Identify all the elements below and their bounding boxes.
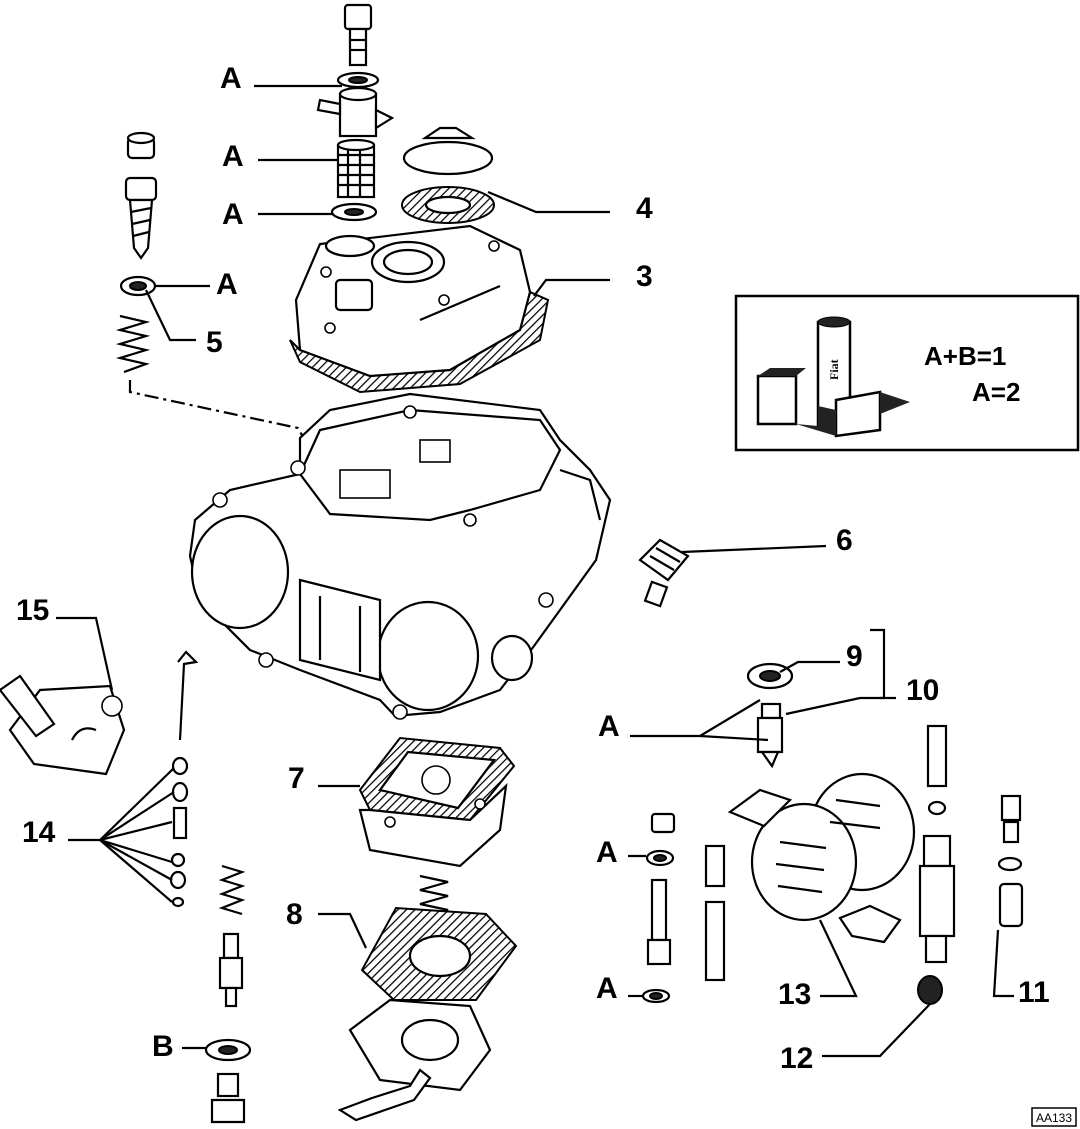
main-jet — [704, 844, 726, 982]
legend-line-1: A+B=1 — [924, 341, 1006, 371]
pump-body — [358, 783, 508, 868]
sealing-washer-bottom — [641, 988, 671, 1004]
sealing-washer-jet — [645, 849, 675, 867]
label-9: 9 — [846, 640, 863, 673]
diagram-code-box: AA133 — [1031, 1107, 1077, 1127]
label-a-4: A — [216, 268, 238, 301]
label-b: B — [152, 1030, 174, 1063]
pump-small-parts — [169, 756, 189, 908]
emulsion-tube-left — [646, 878, 672, 966]
banjo-union — [316, 86, 395, 138]
seat-12 — [917, 975, 943, 1005]
idle-jet — [638, 538, 690, 608]
screw-spring — [115, 314, 151, 374]
sealing-washer-b — [204, 1038, 252, 1062]
label-6: 6 — [836, 524, 853, 557]
label-12: 12 — [780, 1042, 813, 1075]
jet-10 — [756, 702, 784, 769]
callout-labels: A A A 4 3 A 5 6 15 9 10 A 7 14 A 8 A 13 … — [16, 62, 1050, 1075]
sealing-washer-filter — [330, 202, 378, 222]
power-valve-cover — [337, 998, 492, 1122]
sealing-washer-screw — [119, 275, 157, 297]
leader-lines — [56, 84, 1014, 1058]
float-assembly — [727, 772, 916, 944]
label-14: 14 — [22, 816, 56, 849]
carburetor-body — [188, 392, 612, 720]
label-5: 5 — [206, 326, 223, 359]
sealing-washer-top — [336, 71, 380, 89]
cover-gasket — [401, 186, 495, 224]
jet-washer-9 — [746, 662, 794, 690]
carburetor-cover — [289, 224, 550, 394]
label-10: 10 — [906, 674, 939, 707]
label-3: 3 — [636, 260, 653, 293]
adjusting-screw — [124, 176, 158, 260]
needle-seat-plug — [210, 1072, 246, 1124]
legend-line-2: A=2 — [972, 377, 1020, 407]
filter-screen — [336, 138, 376, 199]
wing-nut-cover — [402, 126, 494, 176]
air-jet — [650, 812, 676, 834]
label-a-3: A — [222, 198, 244, 231]
tube-brand-label: Fiat — [827, 359, 841, 380]
label-a-6: A — [596, 836, 618, 869]
alignment-dashed-line — [128, 380, 311, 451]
label-15: 15 — [16, 594, 49, 627]
pump-rod — [177, 650, 199, 741]
accelerator-pump-lever — [0, 674, 126, 776]
power-valve-diaphragm — [360, 906, 518, 1001]
banjo-bolt — [343, 3, 373, 67]
screw-cap — [126, 131, 156, 160]
needle-spring — [218, 864, 246, 916]
needle-valve — [218, 932, 244, 1008]
label-a-1: A — [220, 62, 242, 95]
needle-valve-11 — [997, 794, 1024, 928]
emulsion-tube-right — [918, 724, 956, 964]
label-a-2: A — [222, 140, 244, 173]
diagram-code: AA133 — [1036, 1111, 1072, 1125]
label-7: 7 — [288, 762, 305, 795]
label-a-7: A — [596, 972, 618, 1005]
label-13: 13 — [778, 978, 811, 1011]
label-11: 11 — [1018, 976, 1050, 1009]
fiat-products-icon: Fiat — [756, 316, 910, 438]
label-4: 4 — [636, 192, 653, 225]
legend-box: Fiat A+B=1 A=2 — [734, 294, 1080, 452]
label-a-5: A — [598, 710, 620, 743]
label-8: 8 — [286, 898, 303, 931]
